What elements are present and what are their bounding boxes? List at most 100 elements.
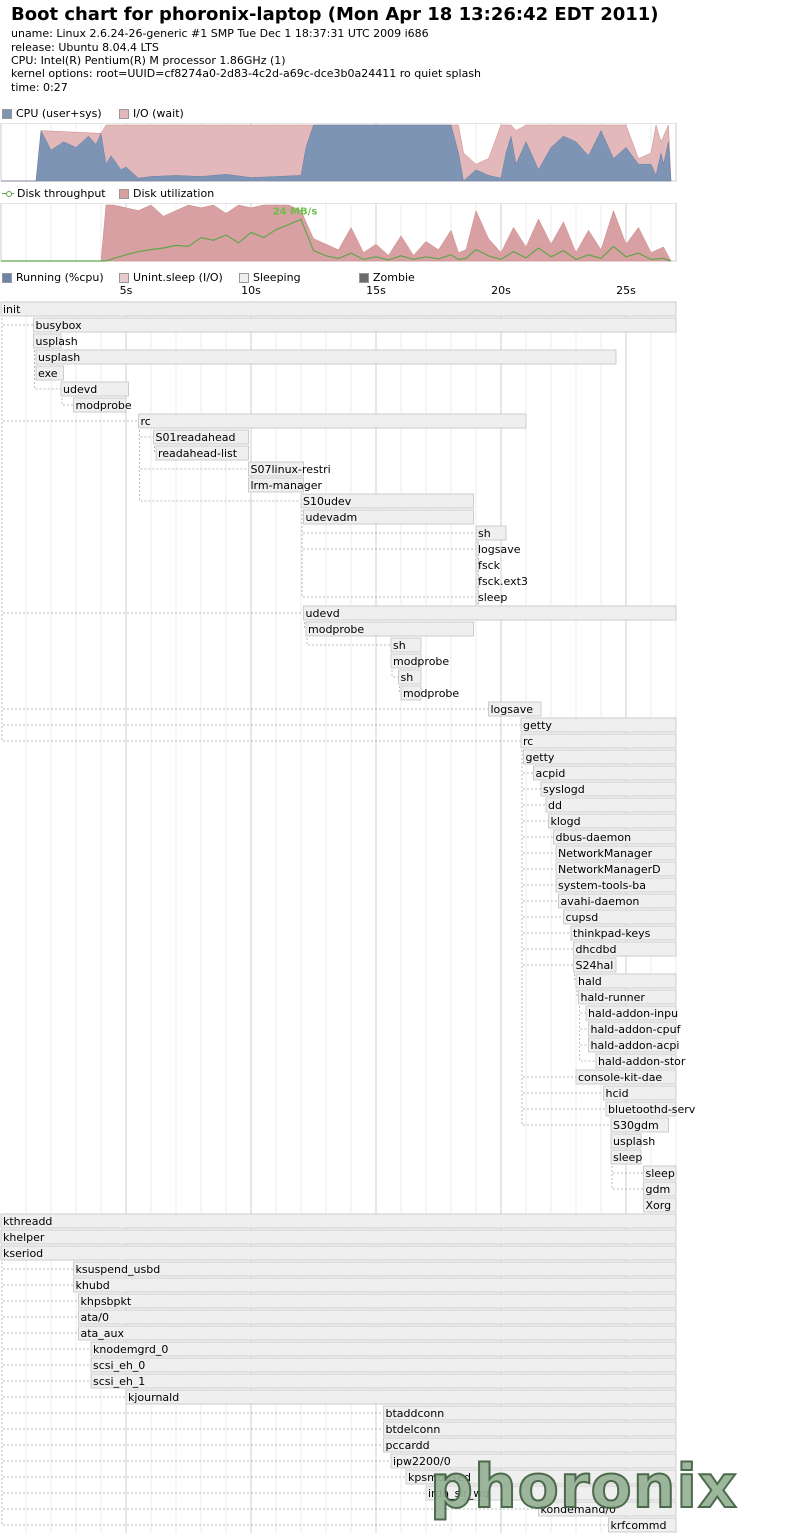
process-label: usplash bbox=[36, 335, 78, 348]
process-bar bbox=[603, 1085, 677, 1101]
process-label: udevd bbox=[306, 607, 340, 620]
process-bar bbox=[0, 1213, 677, 1229]
process-bar bbox=[643, 1165, 677, 1181]
process-label: logsave bbox=[478, 543, 521, 556]
process-bar bbox=[533, 765, 677, 781]
process-bar bbox=[90, 1357, 677, 1373]
process-bar bbox=[0, 1229, 677, 1245]
process-label: S07linux-restri bbox=[251, 463, 331, 476]
process-label: btaddconn bbox=[386, 1407, 445, 1420]
process-bar bbox=[475, 541, 479, 557]
process-parent-link bbox=[579, 1002, 596, 1062]
process-label: khelper bbox=[3, 1231, 45, 1244]
process-bar bbox=[90, 1373, 677, 1389]
process-parent-link bbox=[139, 426, 154, 438]
process-label: hald bbox=[578, 975, 602, 988]
process-label: kjournald bbox=[128, 1391, 179, 1404]
process-bar bbox=[573, 957, 617, 973]
disk-chart: 24 MB/s bbox=[0, 203, 677, 262]
process-label: sh bbox=[393, 639, 406, 652]
process-label: readahead-list bbox=[158, 447, 238, 460]
process-bar bbox=[383, 1405, 677, 1421]
process-parent-link bbox=[611, 1130, 644, 1174]
legend-zombie: Zombie bbox=[359, 271, 415, 284]
process-label: sleep bbox=[646, 1167, 675, 1180]
process-parent-link bbox=[1, 314, 34, 326]
legend-io: I/O (wait) bbox=[119, 107, 184, 120]
process-bar bbox=[33, 333, 62, 349]
process-parent-link bbox=[611, 1130, 644, 1190]
process-bar bbox=[0, 301, 677, 317]
process-bar bbox=[60, 381, 129, 397]
process-label: dd bbox=[548, 799, 562, 812]
process-bar bbox=[33, 317, 677, 333]
process-label: acpid bbox=[536, 767, 566, 780]
process-label: knodemgrd_0 bbox=[93, 1343, 168, 1356]
process-parent-link bbox=[579, 1002, 589, 1046]
process-label: getty bbox=[526, 751, 555, 764]
process-bar bbox=[248, 477, 304, 493]
process-label: NetworkManagerD bbox=[558, 863, 661, 876]
process-bar bbox=[575, 1069, 677, 1085]
process-bar bbox=[553, 829, 677, 845]
process-label: kpsmoused bbox=[408, 1471, 471, 1484]
process-parent-link bbox=[1, 1226, 384, 1430]
process-label: busybox bbox=[36, 319, 83, 332]
process-label: getty bbox=[523, 719, 552, 732]
process-bar bbox=[570, 925, 677, 941]
process-bar bbox=[0, 1245, 677, 1261]
process-parent-link bbox=[521, 746, 556, 886]
process-bar bbox=[155, 445, 249, 461]
process-bar bbox=[405, 1469, 677, 1485]
process-bar bbox=[588, 1021, 677, 1037]
process-bar bbox=[35, 365, 64, 381]
process-bar bbox=[558, 893, 677, 909]
process-bar bbox=[573, 941, 677, 957]
process-bar bbox=[390, 637, 422, 653]
process-bar bbox=[610, 1133, 642, 1149]
process-bar bbox=[605, 1101, 677, 1117]
process-bar bbox=[303, 509, 474, 525]
x-tick-label: 15s bbox=[366, 284, 386, 297]
process-label: system-tools-ba bbox=[558, 879, 646, 892]
process-label: console-kit-dae bbox=[578, 1071, 662, 1084]
process-bar bbox=[555, 861, 677, 877]
process-bar bbox=[248, 461, 304, 477]
legend-cpu-label: CPU (user+sys) bbox=[16, 107, 102, 120]
time-line: time: 0:27 bbox=[11, 81, 68, 94]
process-label: sleep bbox=[613, 1151, 642, 1164]
process-label: logsave bbox=[491, 703, 534, 716]
process-bar bbox=[555, 845, 677, 861]
process-label: sh bbox=[478, 527, 491, 540]
legend-unint-swatch bbox=[119, 272, 129, 283]
process-bar bbox=[398, 669, 422, 685]
process-parent-link bbox=[1, 1226, 406, 1478]
process-label: exe bbox=[38, 367, 58, 380]
process-bar bbox=[563, 909, 677, 925]
legend-sleeping-label: Sleeping bbox=[253, 271, 301, 284]
x-tick-label: 10s bbox=[241, 284, 261, 297]
process-bar bbox=[475, 573, 479, 589]
process-bar bbox=[488, 701, 542, 717]
process-bar bbox=[300, 493, 474, 509]
process-parent-link bbox=[139, 426, 301, 502]
x-tick-label: 20s bbox=[491, 284, 511, 297]
disk-throughput-line bbox=[1, 218, 672, 262]
legend-running-label: Running (%cpu) bbox=[16, 271, 104, 284]
process-label: NetworkManager bbox=[558, 847, 653, 860]
process-label: klogd bbox=[551, 815, 581, 828]
process-bar bbox=[475, 589, 479, 605]
process-parent-link bbox=[1, 1226, 539, 1510]
process-label: S10udev bbox=[303, 495, 352, 508]
process-label: modprobe bbox=[403, 687, 459, 700]
process-bar bbox=[555, 877, 677, 893]
legend-util-swatch bbox=[119, 188, 129, 199]
process-bar bbox=[595, 1053, 677, 1069]
process-bar bbox=[610, 1117, 669, 1133]
process-label: hald-addon-acpi bbox=[591, 1039, 680, 1052]
process-parent-link bbox=[1, 1226, 79, 1318]
process-parent-link bbox=[1, 1226, 79, 1334]
cpu-line: CPU: Intel(R) Pentium(R) M processor 1.8… bbox=[11, 54, 286, 67]
process-bar bbox=[578, 989, 677, 1005]
process-bar bbox=[545, 797, 677, 813]
